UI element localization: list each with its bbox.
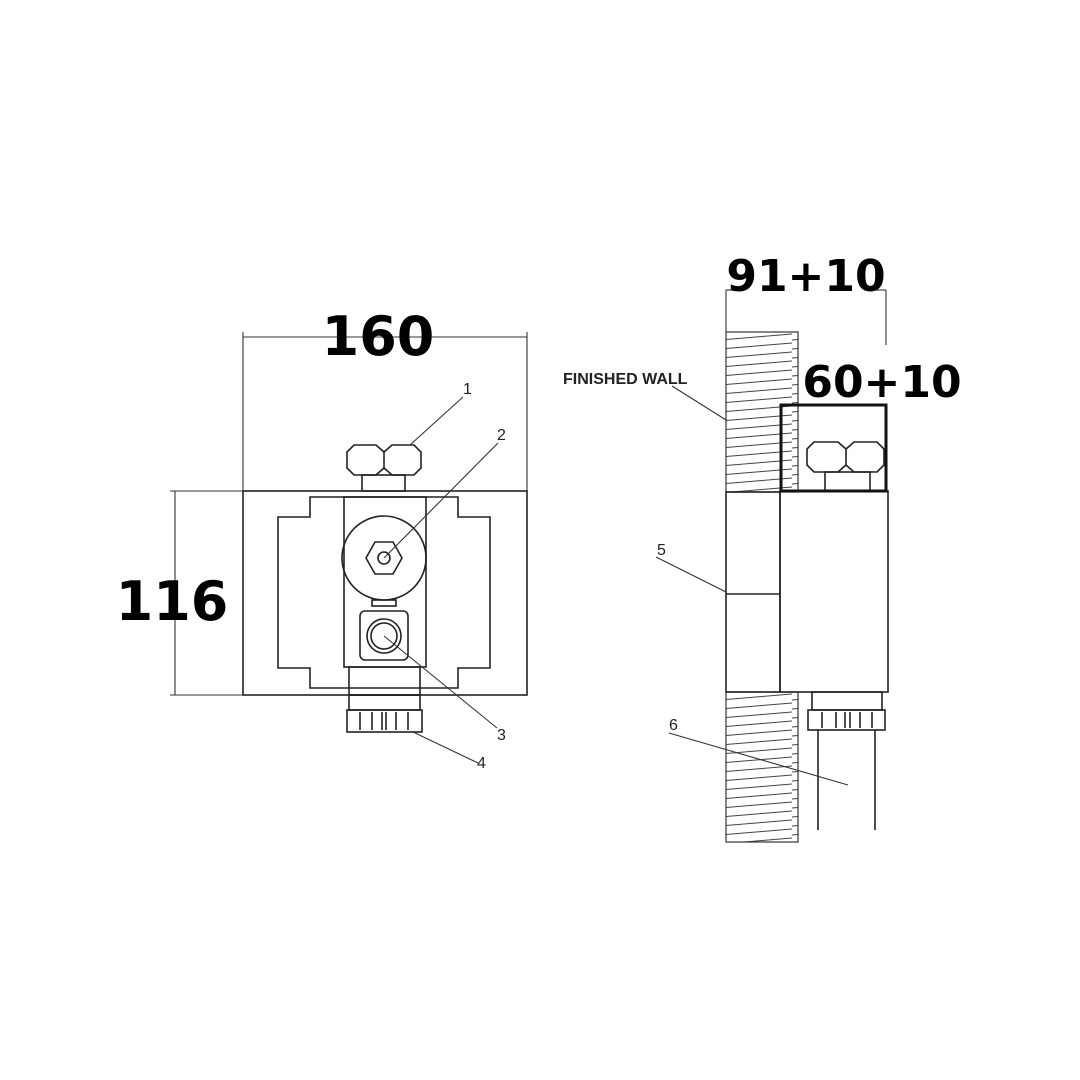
callout-5: 5 xyxy=(657,542,666,559)
side-callout-leaders xyxy=(655,385,849,786)
callout-leaders xyxy=(383,396,499,764)
callout-2: 2 xyxy=(497,427,506,444)
height-dimension: 116 xyxy=(116,570,229,633)
bottom-fitting xyxy=(346,694,423,733)
valve-outlet-stem xyxy=(348,666,421,696)
top-nut xyxy=(346,444,422,492)
width-dimension-line xyxy=(242,332,528,491)
coil-tab xyxy=(371,599,397,607)
overall-depth-dimension-line xyxy=(725,289,887,345)
finished-wall-label: FINISHED WALL xyxy=(563,371,688,388)
box-depth-dimension: 60+10 xyxy=(802,357,961,408)
callout-1: 1 xyxy=(463,381,472,398)
side-top-nut xyxy=(806,441,885,492)
front-view: 160 116 xyxy=(116,305,528,772)
width-dimension: 160 xyxy=(322,305,435,368)
side-view: 91+10 60+10 FINISHED WALL xyxy=(563,251,962,843)
inlet-port xyxy=(359,610,409,661)
finished-wall xyxy=(725,331,799,843)
callout-6: 6 xyxy=(669,717,678,734)
callout-4: 4 xyxy=(477,755,486,772)
callout-3: 3 xyxy=(497,727,506,744)
overall-depth-dimension: 91+10 xyxy=(726,251,885,302)
valve-body xyxy=(343,496,427,668)
height-dimension-line xyxy=(170,490,243,696)
pipe xyxy=(817,730,876,830)
mounting-box xyxy=(725,491,781,693)
side-bottom-fitting xyxy=(807,691,886,731)
enclosure-outline xyxy=(242,490,528,696)
valve-enclosure-side xyxy=(779,490,889,693)
inner-mounting-plate xyxy=(277,496,491,689)
box-depth-highlight xyxy=(779,403,888,493)
